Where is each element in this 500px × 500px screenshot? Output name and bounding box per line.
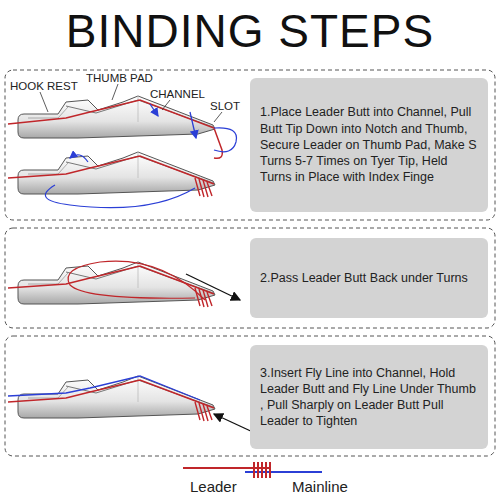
part-label: SLOT: [210, 100, 240, 112]
title: BINDING STEPS: [0, 4, 500, 58]
leader-line: [40, 92, 48, 112]
part-label: CHANNEL: [150, 88, 205, 100]
step-text: 3.Insert Fly Line into Channel, Hold Lea…: [260, 365, 478, 430]
leader-line: [162, 100, 170, 110]
legend-text: Mainline: [292, 478, 348, 495]
step-text: 1.Place Leader Butt into Channel, Pull B…: [260, 104, 478, 185]
part-label: HOOK REST: [10, 80, 78, 92]
part-label: THUMB PAD: [86, 72, 153, 84]
step-box: 2.Pass Leader Butt Back under Turns: [250, 238, 488, 318]
tyer-tool: [8, 261, 240, 307]
leader-line: [214, 112, 222, 122]
step-box: 1.Place Leader Butt into Channel, Pull B…: [250, 78, 488, 212]
legend-sample: [183, 462, 322, 478]
panel-border: [5, 228, 495, 328]
panel-border: [5, 336, 495, 456]
tyer-tool: [8, 96, 237, 158]
legend-text: Leader: [190, 478, 237, 495]
tyer-tool: [8, 152, 215, 208]
step-box: 3.Insert Fly Line into Channel, Hold Lea…: [250, 345, 488, 449]
leader-line: [112, 84, 118, 100]
panel-border: [5, 70, 495, 220]
tyer-tool: [8, 376, 270, 440]
step-text: 2.Pass Leader Butt Back under Turns: [260, 270, 468, 286]
